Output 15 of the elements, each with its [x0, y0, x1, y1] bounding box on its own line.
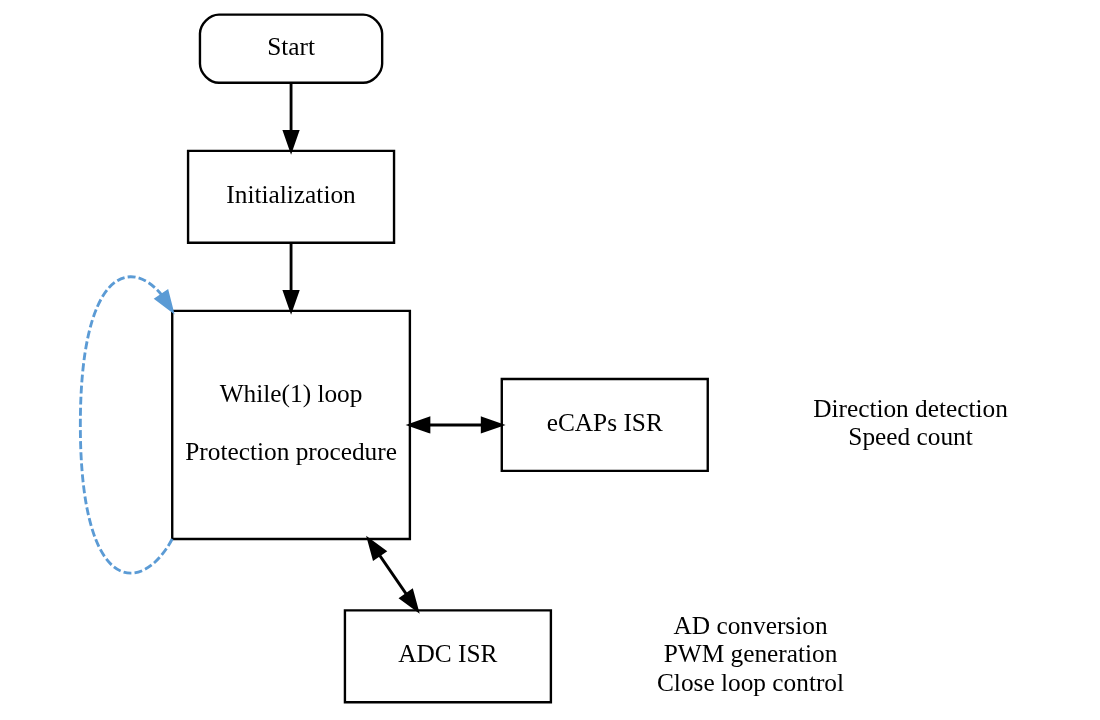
arrow [281, 83, 300, 155]
arrow [281, 242, 300, 315]
arrow [405, 416, 506, 434]
node-box: eCAPs ISR [500, 377, 709, 473]
node-box: ADC ISR [343, 609, 552, 704]
node-label: Direction detection [812, 393, 1008, 422]
node-label: Close loop control [656, 667, 844, 696]
node-label: AD conversion [673, 610, 828, 639]
node-box: Initialization [186, 149, 395, 244]
arrow [365, 535, 420, 614]
node-label: PWM generation [663, 639, 837, 668]
node-box: Start [198, 13, 383, 84]
arrow [78, 275, 175, 575]
node-box: While(1) loop Protection procedure [170, 309, 411, 541]
node-label: Speed count [847, 422, 973, 451]
